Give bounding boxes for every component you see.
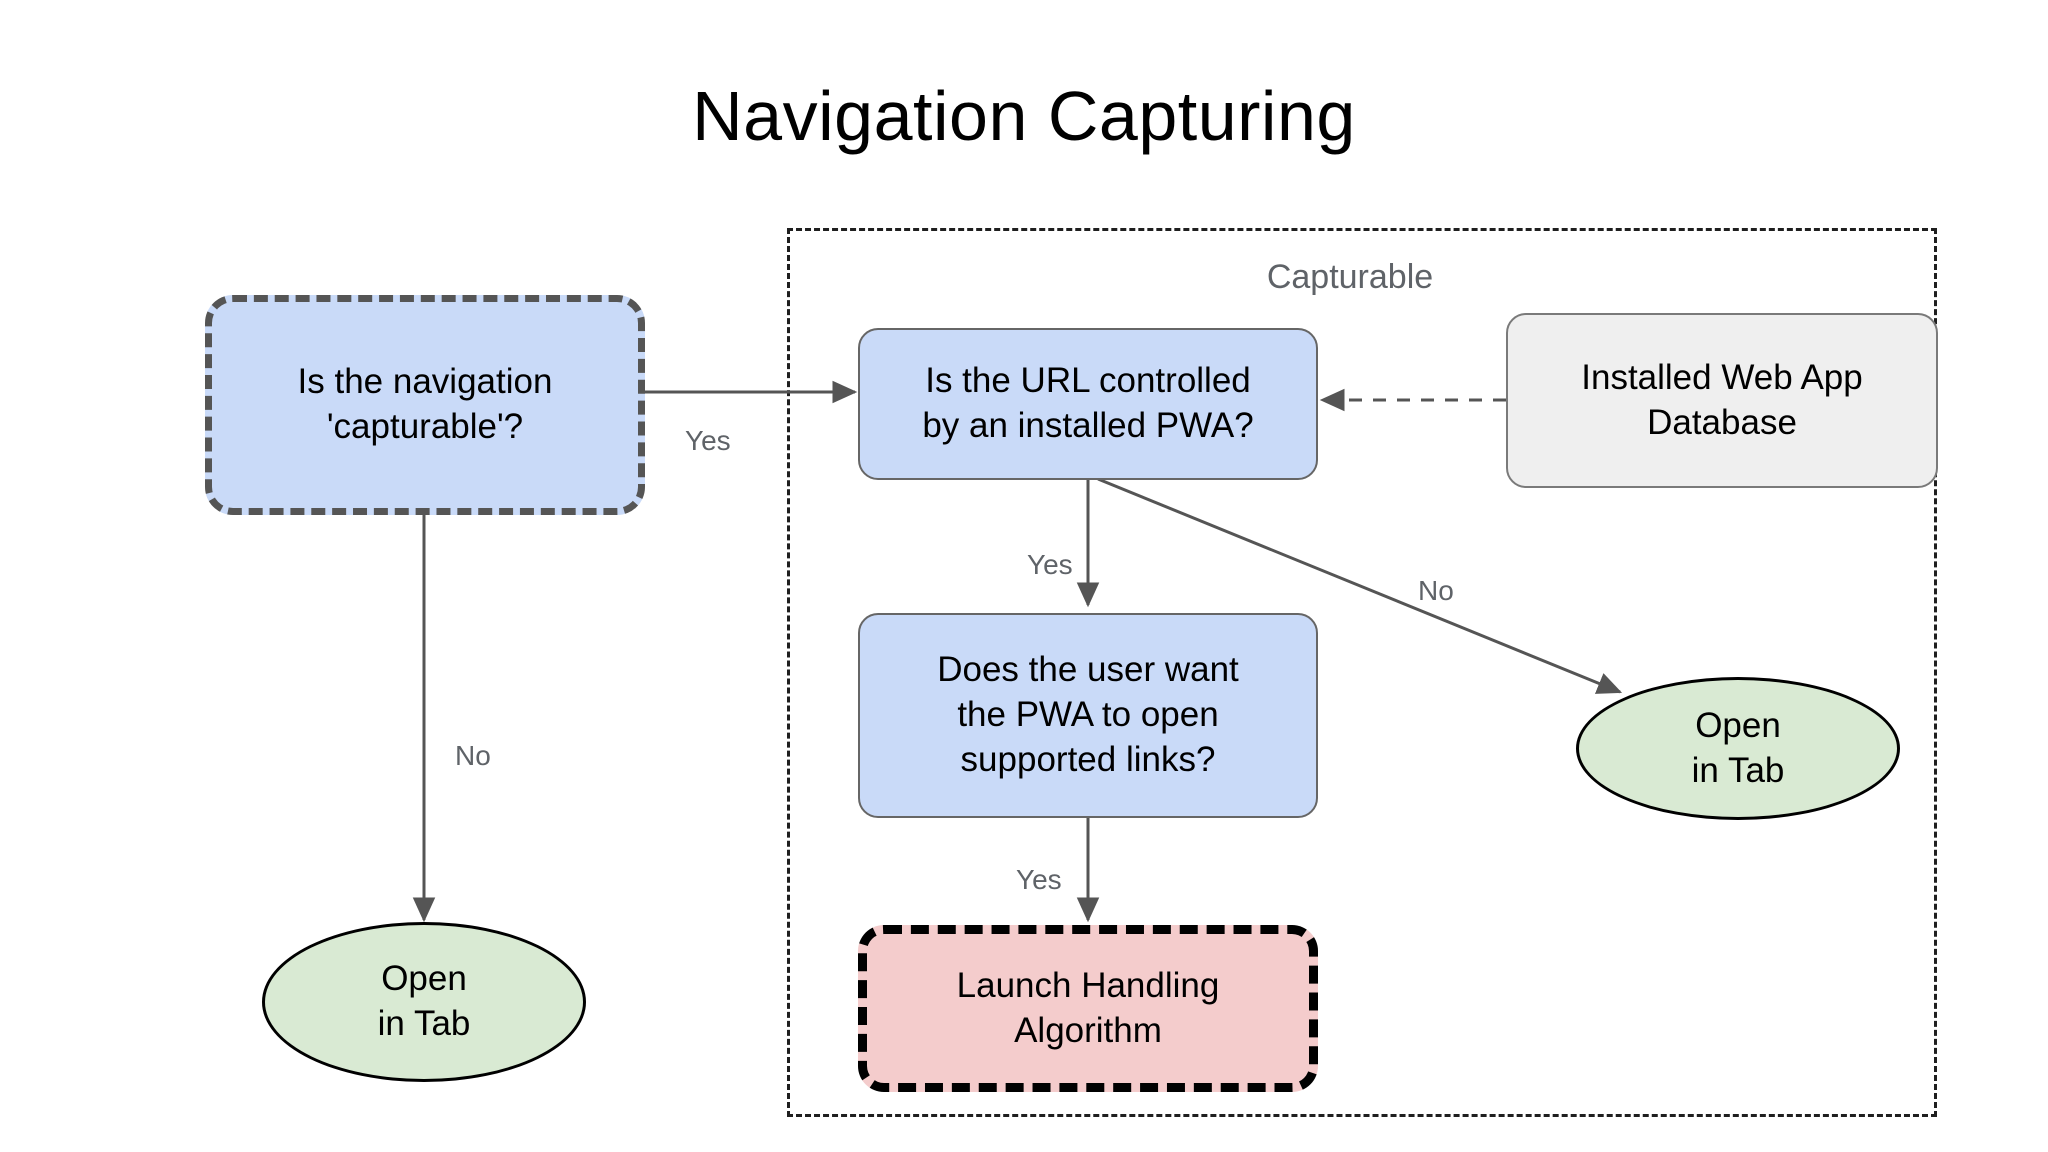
node-text-line: Open [381,959,467,999]
edge-label-capturable-no: No [455,740,491,771]
node-text-line: 'capturable'? [326,407,524,446]
node-text-line: Is the URL controlled [925,361,1251,401]
node-text-line: Installed Web App [1581,357,1863,397]
node-text-line: in Tab [1691,750,1785,790]
node-text-line: Open [1695,705,1781,745]
edge-label-capturable-yes: Yes [685,425,731,456]
edge-label-url-yes: Yes [1027,549,1073,580]
node-text-line: in Tab [377,1004,471,1043]
node-is-navigation-capturable[interactable]: Is the navigation 'capturable'? [205,295,645,515]
node-text-line: the PWA to open [957,695,1219,735]
node-installed-web-app-database[interactable]: Installed Web App Database [1506,313,1938,488]
node-text-line: Is the navigation [297,362,553,402]
edge-label-url-no: No [1418,575,1454,606]
node-text-line: supported links? [960,739,1216,779]
capturable-group-container [787,228,1937,1117]
page-title: Navigation Capturing [692,77,1356,155]
node-text-line: Algorithm [1014,1010,1162,1050]
node-text-line: by an installed PWA? [922,406,1254,445]
node-text-line: Database [1647,402,1797,442]
node-text-line: Launch Handling [956,965,1220,1005]
node-open-in-tab-left[interactable]: Open in Tab [262,922,586,1082]
capturable-group-label: Capturable [1266,258,1434,296]
edge-label-user-yes: Yes [1016,864,1062,895]
node-does-user-want-pwa-open-links[interactable]: Does the user want the PWA to open suppo… [858,613,1318,818]
node-open-in-tab-right[interactable]: Open in Tab [1576,677,1900,820]
node-launch-handling-algorithm[interactable]: Launch Handling Algorithm [858,925,1318,1092]
edge-url-no [1097,477,1623,694]
node-text-line: Does the user want [937,650,1239,690]
node-is-url-controlled-by-pwa[interactable]: Is the URL controlled by an installed PW… [858,328,1318,480]
